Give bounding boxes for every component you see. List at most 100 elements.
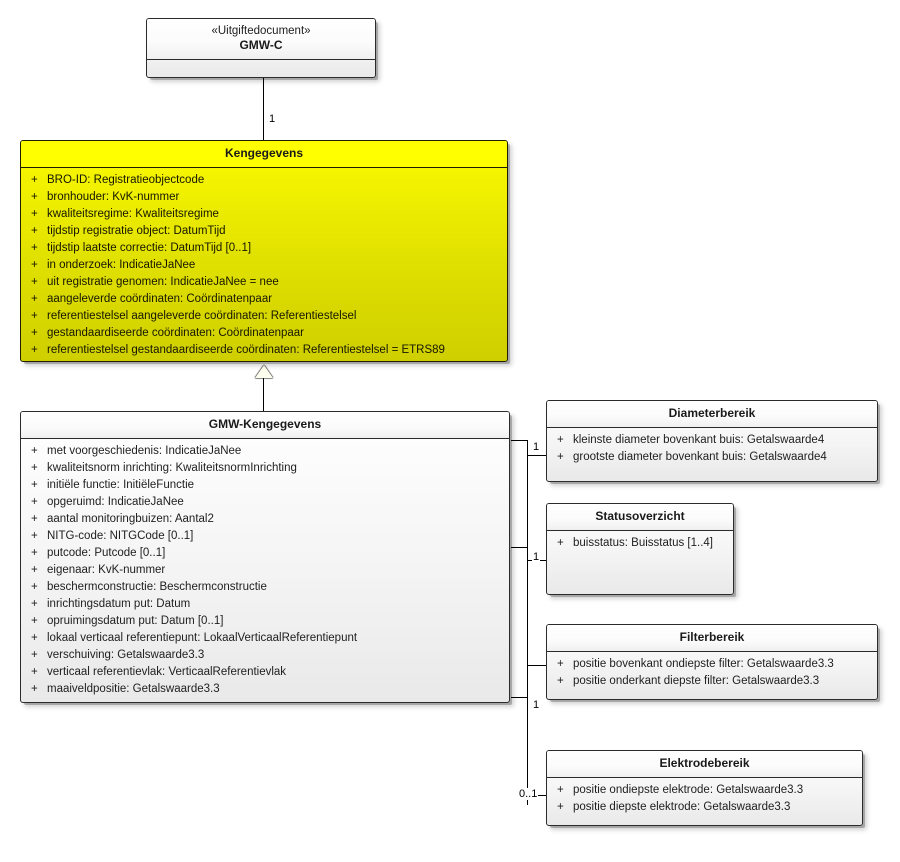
attribute-text: tijdstip registratie object: DatumTijd [47, 225, 226, 237]
connector-stub-diameterbereik [511, 440, 528, 441]
attribute-text: aantal monitoringbuizen: Aantal2 [47, 513, 214, 525]
multiplicity-elektrodebereik: 0..1 [518, 788, 539, 800]
class-stereotype-gmw-c: «Uitgiftedocument» [211, 25, 311, 37]
attributes-compartment-filterbereik: + positie bovenkant ondiepste filter: Get… [547, 652, 877, 696]
attribute-row: +BRO-ID: Registratieobjectcode [25, 172, 503, 189]
visibility-marker: + [31, 208, 38, 220]
class-box-diameterbereik[interactable]: Diameterbereik +kleinste diameter bovenk… [546, 400, 878, 482]
class-box-filterbereik[interactable]: Filterbereik + positie bovenkant ondiepst… [546, 624, 878, 700]
attribute-row: +inrichtingsdatum put: Datum [25, 596, 505, 613]
visibility-marker: + [31, 564, 38, 576]
attribute-row: +uit registratie genomen: IndicatieJaNee… [25, 274, 503, 291]
visibility-marker: + [557, 658, 564, 670]
connector-stub-statusoverzicht [511, 547, 528, 548]
class-name-diameterbereik: Diameterbereik [668, 406, 756, 420]
attribute-text: in onderzoek: IndicatieJaNee [47, 259, 196, 271]
class-box-elektrodebereik[interactable]: Elektrodebereik + positie ondiepste elekt… [546, 750, 863, 826]
connector-generalization [263, 378, 264, 411]
class-header-diameterbereik: Diameterbereik [547, 401, 877, 428]
visibility-marker: + [557, 451, 564, 463]
attribute-row: + positie onderkant diepste filter: Getal… [551, 673, 873, 690]
visibility-marker: + [31, 191, 38, 203]
class-name-gmw-kengegevens: GMW-Kengegevens [208, 417, 322, 431]
attribute-text: positie diepste elektrode: Getalswaarde3… [573, 801, 791, 813]
attribute-row: + beschermconstructie: Beschermconstructi… [25, 579, 505, 596]
attributes-compartment-kengegevens: +BRO-ID: Registratieobjectcode +bronhoud… [21, 168, 507, 361]
attribute-text: met voorgeschiedenis: IndicatieJaNee [47, 445, 242, 457]
attribute-text: maaiveldpositie: Getalswaarde3.3 [47, 683, 220, 695]
attribute-text: positie onderkant diepste filter: Getals… [573, 675, 820, 687]
attribute-row: +referentiestelsel aangeleverde coördina… [25, 308, 503, 325]
visibility-marker: + [31, 242, 38, 254]
attribute-text: verschuiving: Getalswaarde3.3 [47, 649, 205, 661]
attribute-row: + positie bovenkant ondiepste filter: Get… [551, 656, 873, 673]
attribute-row: +verticaal referentievlak: VerticaalRefe… [25, 664, 505, 681]
visibility-marker: + [31, 547, 38, 559]
attribute-text: lokaal verticaal referentiepunt: LokaalV… [47, 632, 358, 644]
class-box-statusoverzicht[interactable]: Statusoverzicht +buisstatus: Buisstatus … [546, 503, 734, 595]
multiplicity-filterbereik: 1 [532, 699, 541, 711]
attribute-text: kwaliteitsnorm inrichting: Kwaliteitsnor… [47, 462, 297, 474]
class-box-gmw-c[interactable]: «Uitgiftedocument» GMW-C [146, 18, 376, 78]
connector-stub-filterbereik [511, 697, 528, 698]
class-name-filterbereik: Filterbereik [679, 630, 745, 644]
connector-gmwc-kengegevens [263, 78, 264, 140]
class-header-gmw-kengegevens: GMW-Kengegevens [21, 412, 509, 439]
attribute-text: eigenaar: KvK-nummer [47, 564, 166, 576]
visibility-marker: + [31, 259, 38, 271]
visibility-marker: + [557, 537, 564, 549]
class-header-elektrodebereik: Elektrodebereik [547, 751, 862, 778]
class-box-kengegevens[interactable]: Kengegevens +BRO-ID: Registratieobjectco… [20, 140, 508, 362]
attributes-compartment-statusoverzicht: + buisstatus: Buisstatus [1..4] [547, 531, 733, 558]
visibility-marker: + [557, 801, 564, 813]
attribute-row: + buisstatus: Buisstatus [1..4] [551, 535, 729, 552]
attribute-text: initiële functie: InitiëleFunctie [47, 479, 195, 491]
visibility-marker: + [557, 784, 564, 796]
visibility-marker: + [31, 174, 38, 186]
connector-right-trunk [527, 440, 528, 805]
attribute-text: beschermconstructie: Beschermconstructie [47, 581, 267, 593]
visibility-marker: + [31, 445, 38, 457]
attribute-row: + in onderzoek: IndicatieJaNee [25, 257, 503, 274]
visibility-marker: + [31, 581, 38, 593]
attribute-row: +tijdstip registratie object: DatumTijd [25, 223, 503, 240]
connector-trunk-elektrodebereik [527, 697, 528, 795]
visibility-marker: + [31, 327, 38, 339]
attribute-text: buisstatus: Buisstatus [1..4] [573, 537, 713, 549]
visibility-marker: + [557, 675, 564, 687]
visibility-marker: + [557, 434, 564, 446]
generalization-arrow-icon [255, 365, 273, 378]
attribute-text: positie ondiepste elektrode: Getalswaard… [573, 784, 804, 796]
attribute-row: +kleinste diameter bovenkant buis: Getal… [551, 432, 873, 449]
class-name-elektrodebereik: Elektrodebereik [659, 756, 750, 770]
attribute-text: putcode: Putcode [0..1] [47, 547, 166, 559]
attribute-row: + opruimingsdatum put: Datum [0..1] [25, 613, 505, 630]
attributes-compartment-gmw-kengegevens: + met voorgeschiedenis: IndicatieJaNee + k… [21, 439, 509, 702]
attribute-text: referentiestelsel gestandaardiseerde coö… [47, 344, 445, 356]
attribute-text: opgeruimd: IndicatieJaNee [47, 496, 184, 508]
visibility-marker: + [31, 293, 38, 305]
attributes-compartment-elektrodebereik: + positie ondiepste elektrode: Getalswaar… [547, 778, 862, 822]
class-box-gmw-kengegevens[interactable]: GMW-Kengegevens + met voorgeschiedenis: I… [20, 411, 510, 703]
attribute-row: + kwaliteitsnorm inrichting: Kwaliteitsno… [25, 460, 505, 477]
attribute-text: gestandaardiseerde coördinaten: Coördina… [47, 327, 305, 339]
class-header-filterbereik: Filterbereik [547, 625, 877, 652]
visibility-marker: + [31, 598, 38, 610]
attribute-row: + met voorgeschiedenis: IndicatieJaNee [25, 443, 505, 460]
visibility-marker: + [31, 462, 38, 474]
attribute-row: +referentiestelsel gestandaardiseerde co… [25, 342, 503, 359]
multiplicity-diameterbereik: 1 [532, 441, 541, 453]
visibility-marker: + [31, 615, 38, 627]
attribute-text: opruimingsdatum put: Datum [0..1] [47, 615, 224, 627]
attribute-text: positie bovenkant ondiepste filter: Geta… [573, 658, 834, 670]
class-name-kengegevens: Kengegevens [224, 146, 304, 160]
class-name-gmw-c: GMW-C [239, 38, 283, 53]
attribute-text: tijdstip laatste correctie: DatumTijd [0… [47, 242, 252, 254]
attribute-row: + gestandaardiseerde coördinaten: Coördin… [25, 325, 503, 342]
multiplicity-statusoverzicht: 1 [532, 551, 541, 563]
attributes-compartment-diameterbereik: +kleinste diameter bovenkant buis: Getal… [547, 428, 877, 472]
attribute-text: referentiestelsel aangeleverde coördinat… [47, 310, 357, 322]
attribute-row: +kwaliteitsregime: Kwaliteitsregime [25, 206, 503, 223]
attribute-row: +grootste diameter bovenkant buis: Getal… [551, 449, 873, 466]
visibility-marker: + [31, 479, 38, 491]
